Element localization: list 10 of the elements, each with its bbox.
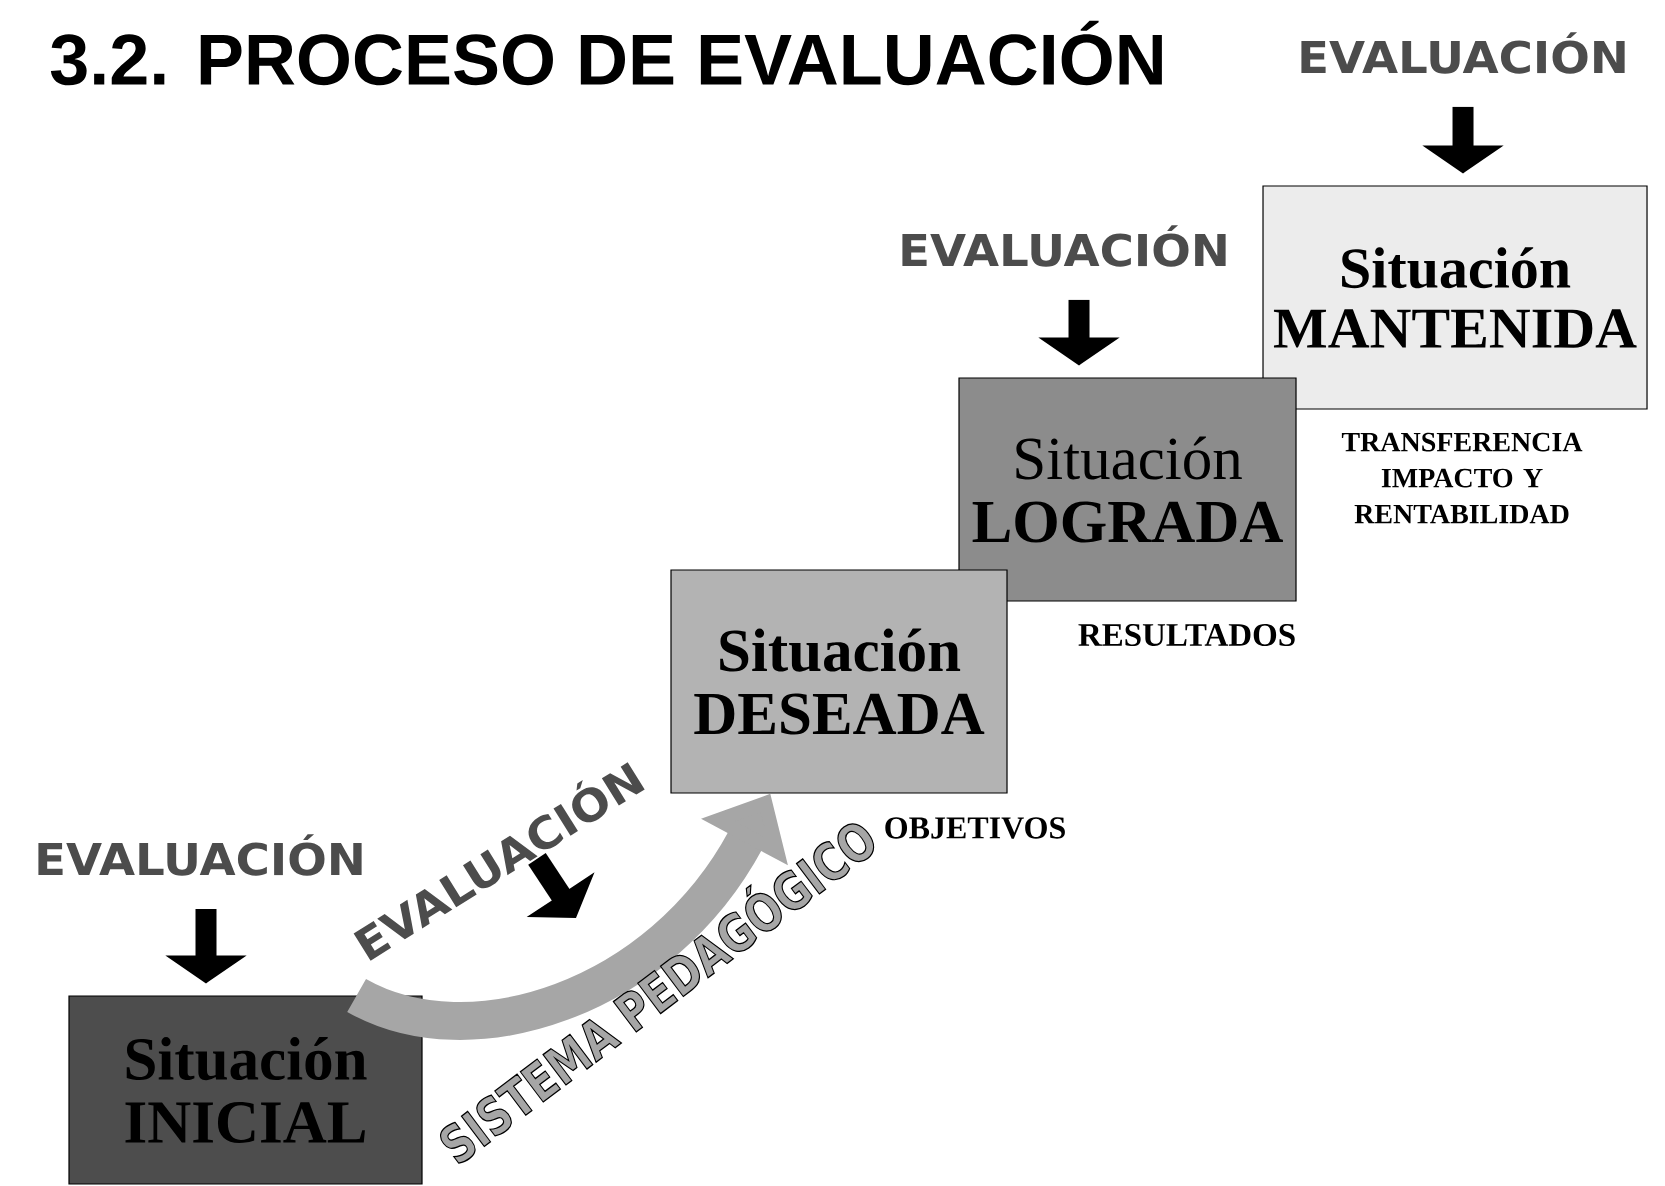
situation-box: Situación DESEADA bbox=[670, 569, 1008, 794]
outlined-word: EVALUACIÓN bbox=[1301, 32, 1625, 74]
caption-text: RESULTADOS bbox=[1078, 623, 1295, 647]
caption-text: OBJETIVOS bbox=[885, 817, 1065, 839]
caption-text: TRANSFERENCIA IMPACTO Y RENTABILIDAD bbox=[1341, 432, 1583, 524]
situation-box: Situación MANTENIDA bbox=[1262, 185, 1648, 410]
title: 3.2. PROCESO DE EVALUACIÓN bbox=[50, 20, 1162, 86]
outlined-word: EVALUACIÓN bbox=[902, 225, 1226, 267]
situation-box: Situación LOGRADA bbox=[958, 377, 1297, 602]
situation-box: Situación INICIAL bbox=[68, 995, 423, 1185]
